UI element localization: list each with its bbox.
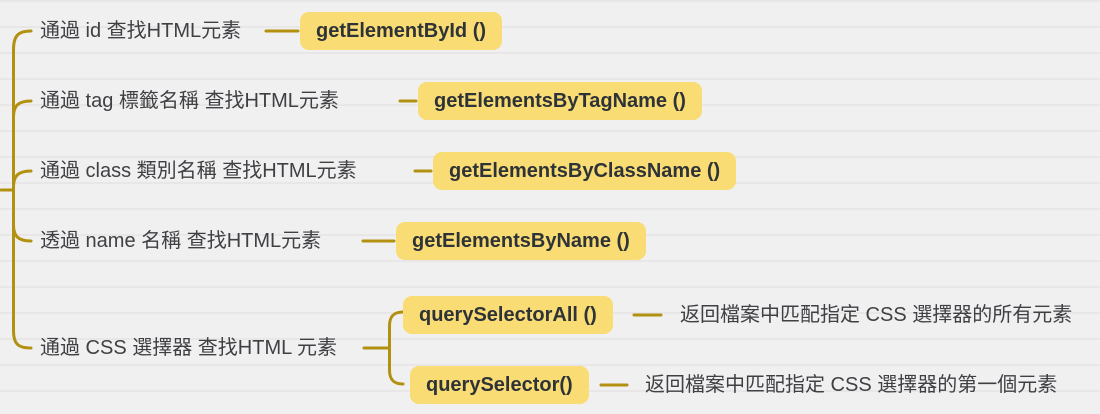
branch-label-id[interactable]: 通過 id 查找HTML元素 [40, 20, 242, 42]
method-node-getelementbyid[interactable]: getElementById () [300, 12, 503, 50]
branch-label-name[interactable]: 透過 name 名稱 查找HTML元素 [40, 230, 322, 252]
method-node-queryselector[interactable]: querySelector() [410, 366, 589, 404]
method-node-getelementsbyname[interactable]: getElementsByName () [396, 222, 646, 260]
method-node-queryselectorall[interactable]: querySelectorAll () [403, 296, 613, 334]
branch-label-css-selector[interactable]: 通過 CSS 選擇器 查找HTML 元素 [40, 337, 338, 359]
description-queryselectorall[interactable]: 返回檔案中匹配指定 CSS 選擇器的所有元素 [680, 304, 1073, 326]
method-node-getelementsbytagname[interactable]: getElementsByTagName () [418, 82, 702, 120]
method-node-getelementsbyclassname[interactable]: getElementsByClassName () [433, 152, 737, 190]
branch-label-tag[interactable]: 通過 tag 標籤名稱 查找HTML元素 [40, 90, 339, 112]
description-queryselector[interactable]: 返回檔案中匹配指定 CSS 選擇器的第一個元素 [645, 374, 1058, 396]
branch-label-class[interactable]: 通過 class 類別名稱 查找HTML元素 [40, 160, 357, 182]
